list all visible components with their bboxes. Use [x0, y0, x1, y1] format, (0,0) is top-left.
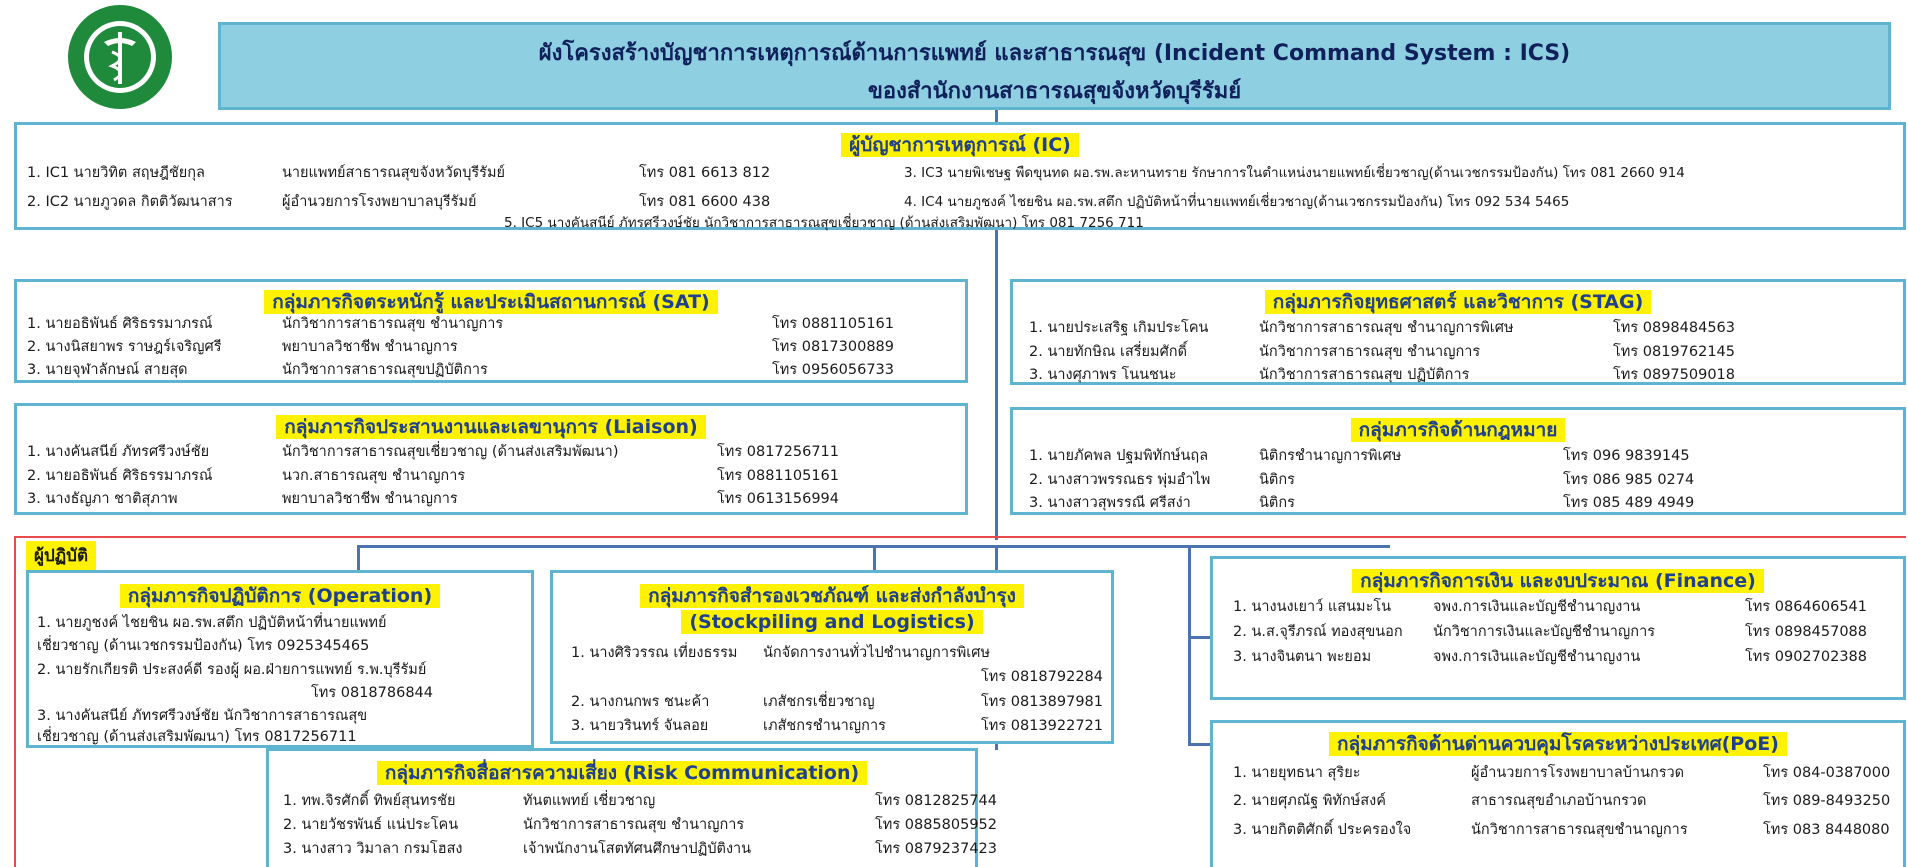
operation-line: เชี่ยวชาญ (ด้านส่งเสริมพัฒนา) โทร 081725… [37, 729, 357, 745]
operation-line: เชี่ยวชาญ (ด้านเวชกรรมป้องกัน) โทร 09253… [37, 638, 370, 654]
title-banner: ผังโครงสร้างบัญชาการเหตุการณ์ด้านการแพทย… [218, 22, 1891, 110]
logistics-phone: โทร 0818792284 [981, 669, 1103, 685]
ic-row-right: 3. IC3 นายพิเชษฐ พืดขุนทด ผอ.รพ.ละหานทรา… [904, 165, 1685, 181]
operation-line: 2. นายรักเกียรติ ประสงค์ดี รองผู้ ผอ.ฝ่า… [37, 662, 427, 678]
title-line-2: ของสำนักงานสาธารณสุขจังหวัดบุรีรัมย์ [867, 79, 1242, 104]
connector-ops-poe [1188, 743, 1210, 746]
legal-box: กลุ่มภารกิจด้านกฎหมาย 1. นายภัคพล ปฐมพิท… [1010, 407, 1906, 515]
operations-frame-left [14, 536, 16, 867]
stag-heading: กลุ่มภารกิจยุทธศาสตร์ และวิชาการ (STAG) [1264, 290, 1652, 314]
finance-heading: กลุ่มภารกิจการเงิน และงบประมาณ (Finance) [1352, 569, 1764, 593]
connector-ops-finance [1188, 636, 1210, 639]
poe-box: กลุ่มภารกิจด้านด่านควบคุมโรคระหว่างประเท… [1210, 720, 1906, 867]
logistics-heading: กลุ่มภารกิจสำรองเวชภัณฑ์ และส่งกำลังบำรุ… [640, 584, 1024, 608]
sat-box: กลุ่มภารกิจตระหนักรู้ และประเมินสถานการณ… [14, 279, 968, 383]
connector-trunk [995, 230, 998, 540]
ic-box: ผู้บัญชาการเหตุการณ์ (IC) 1. IC1 นายวิทิ… [14, 122, 1906, 230]
operation-line: โทร 0818786844 [311, 685, 433, 701]
operation-line: 3. นางคันสนีย์ ภัทรศรีวงษ์ชัย นักวิชาการ… [37, 708, 368, 724]
connector-ops-right [1188, 545, 1191, 745]
risk-heading: กลุ่มภารกิจสื่อสารความเสี่ยง (Risk Commu… [376, 761, 868, 785]
finance-box: กลุ่มภารกิจการเงิน และงบประมาณ (Finance)… [1210, 556, 1906, 700]
caduceus-icon [68, 5, 172, 109]
operations-frame-top [14, 536, 1906, 538]
legal-heading: กลุ่มภารกิจด้านกฎหมาย [1350, 418, 1566, 442]
ic-row-center: 5. IC5 นางคันสนีย์ ภัทรศรีวงษ์ชัย นักวิช… [504, 215, 1144, 231]
logistics-heading-2: (Stockpiling and Logistics) [681, 610, 983, 634]
liaison-heading: กลุ่มภารกิจประสานงานและเลขานุการ (Liaiso… [276, 415, 706, 439]
stag-box: กลุ่มภารกิจยุทธศาสตร์ และวิชาการ (STAG) … [1010, 279, 1906, 385]
logistics-box: กลุ่มภารกิจสำรองเวชภัณฑ์ และส่งกำลังบำรุ… [550, 570, 1114, 744]
risk-box: กลุ่มภารกิจสื่อสารความเสี่ยง (Risk Commu… [266, 748, 997, 867]
poe-heading: กลุ่มภารกิจด้านด่านควบคุมโรคระหว่างประเท… [1329, 732, 1787, 756]
connector-ops-left [357, 545, 360, 570]
ic-row-right: 4. IC4 นายภูชงค์ ไชยชิน ผอ.รพ.สตึก ปฏิบั… [904, 194, 1570, 210]
liaison-box: กลุ่มภารกิจประสานงานและเลขานุการ (Liaiso… [14, 403, 968, 515]
operation-box: กลุ่มภารกิจปฏิบัติการ (Operation) 1. นาย… [26, 570, 534, 748]
operations-label: ผู้ปฏิบัติ [26, 541, 96, 570]
operation-heading: กลุ่มภารกิจปฏิบัติการ (Operation) [119, 584, 441, 608]
operation-line: 1. นายภูชงค์ ไชยชิน ผอ.รพ.สตึก ปฏิบัติหน… [37, 615, 387, 631]
ministry-logo [34, 2, 206, 112]
connector-ops-mid [873, 545, 876, 570]
title-line-1: ผังโครงสร้างบัญชาการเหตุการณ์ด้านการแพทย… [538, 41, 1571, 66]
sat-heading: กลุ่มภารกิจตระหนักรู้ และประเมินสถานการณ… [264, 290, 718, 314]
ic-heading: ผู้บัญชาการเหตุการณ์ (IC) [841, 133, 1079, 157]
